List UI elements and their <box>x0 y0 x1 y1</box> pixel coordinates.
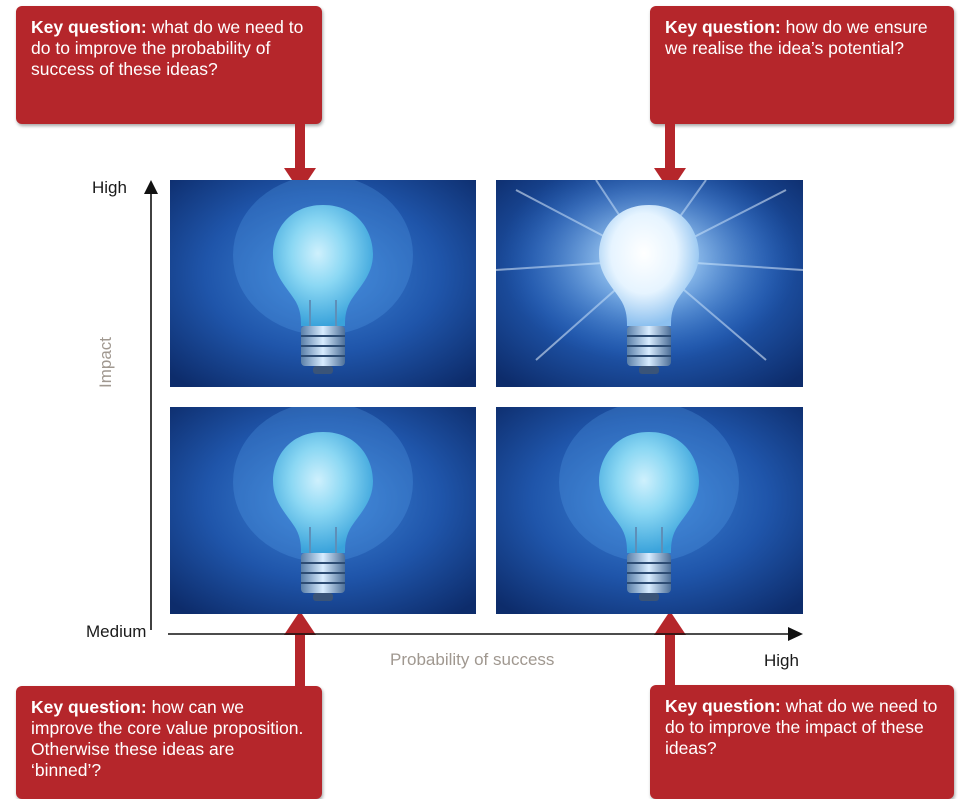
lightbulb-icon <box>233 407 413 601</box>
arrow-up-icon <box>654 611 686 687</box>
quadrant-high-probability-high-impact <box>496 180 803 387</box>
callout-prefix: Key question: <box>31 697 147 717</box>
callout-text: what do we need to do to improve the pro… <box>31 17 304 79</box>
y-axis-high-label: High <box>92 178 127 197</box>
lightbulb-bright-icon <box>599 205 699 374</box>
callout-text: how can we improve the core value propos… <box>31 697 304 780</box>
callout-bottom-left: Key question: how can we improve the cor… <box>16 686 322 799</box>
y-axis-arrow-icon <box>144 180 158 194</box>
x-axis-title: Probability of success <box>390 650 555 669</box>
y-axis-medium-label: Medium <box>86 622 147 641</box>
quadrant-low-probability-high-impact <box>170 180 476 387</box>
callout-prefix: Key question: <box>665 696 781 716</box>
x-axis-high-label: High <box>764 651 799 670</box>
callout-text: what do we need to do to improve the imp… <box>665 696 938 758</box>
callout-prefix: Key question: <box>665 17 781 37</box>
callout-top-right: Key question: how do we ensure we realis… <box>650 6 954 124</box>
callout-prefix: Key question: <box>31 17 147 37</box>
quadrant-high-probability-medium-impact <box>496 407 803 614</box>
quadrant-low-probability-medium-impact <box>170 407 476 614</box>
lightbulb-icon <box>233 180 413 374</box>
callout-top-left: Key question: what do we need to do to i… <box>16 6 322 124</box>
callout-bottom-right: Key question: what do we need to do to i… <box>650 685 954 799</box>
callout-text: how do we ensure we realise the idea’s p… <box>665 17 928 58</box>
lightbulb-icon <box>559 407 739 601</box>
arrow-up-icon <box>284 611 316 687</box>
y-axis-title: Impact <box>96 336 115 388</box>
x-axis-arrow-icon <box>788 627 803 641</box>
